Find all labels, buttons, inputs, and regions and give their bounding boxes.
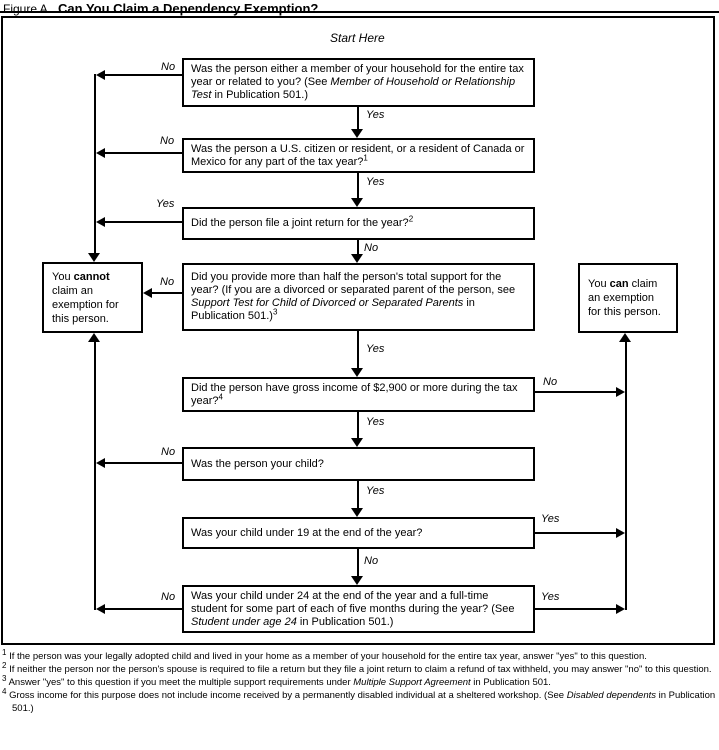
flow-arrowhead-down	[351, 198, 363, 207]
left-rail-upper	[94, 74, 96, 255]
answer-label-yes: Yes	[541, 513, 560, 525]
connector-support-to-income	[357, 331, 359, 370]
connector-citizen-to-joint	[357, 173, 359, 200]
question-box-household: Was the person either a member of your h…	[182, 58, 535, 107]
answer-label-no: No	[161, 591, 176, 603]
footnote-3: 3 Answer "yes" to this question if you m…	[2, 673, 551, 688]
flow-arrowhead-down	[351, 254, 363, 263]
outcome-box-can-claim: You can claim an exemption for this pers…	[578, 263, 678, 333]
flow-arrowhead-right	[616, 528, 625, 538]
answer-label-yes: Yes	[366, 109, 385, 121]
question-box-under-19: Was your child under 19 at the end of th…	[182, 517, 535, 549]
flow-arrowhead-down	[351, 576, 363, 585]
flow-arrowhead-down	[351, 508, 363, 517]
connector-income-to-child	[357, 412, 359, 440]
figure-label: Figure A.	[3, 2, 52, 16]
figure-title: Can You Claim a Dependency Exemption?	[58, 1, 319, 16]
title-rule	[0, 11, 719, 13]
answer-label-no: No	[161, 446, 176, 458]
footnotes: 1 If the person was your legally adopted…	[2, 647, 717, 715]
answer-label-yes: Yes	[541, 591, 560, 603]
flow-arrowhead-up	[619, 333, 631, 342]
flow-arrowhead-down	[351, 438, 363, 447]
question-text: Was the person a U.S. citizen or residen…	[191, 142, 525, 168]
answer-label-no: No	[543, 376, 558, 388]
question-box-your-child: Was the person your child?	[182, 447, 535, 481]
start-here-label: Start Here	[330, 31, 385, 45]
line-under19-yes	[535, 532, 619, 534]
connector-household-to-citizen	[357, 106, 359, 131]
answer-label-no: No	[161, 61, 176, 73]
connector-child-to-under19	[357, 481, 359, 510]
answer-label-no: No	[364, 242, 379, 254]
question-text: Did the person file a joint return for t…	[191, 214, 414, 229]
question-box-gross-income: Did the person have gross income of $2,9…	[182, 377, 535, 412]
question-text: Was your child under 24 at the end of th…	[191, 589, 515, 628]
question-text: Was your child under 19 at the end of th…	[191, 526, 423, 539]
line-under24-yes	[535, 608, 619, 610]
line-joint-yes	[98, 221, 182, 223]
question-text: Did you provide more than half the perso…	[191, 271, 516, 322]
answer-label-yes: Yes	[156, 198, 175, 210]
footnote-4: 4 Gross income for this purpose does not…	[2, 686, 716, 714]
answer-label-yes: Yes	[366, 416, 385, 428]
answer-label-yes: Yes	[366, 176, 385, 188]
answer-label-yes: Yes	[366, 485, 385, 497]
outcome-text: You cannot claim an exemption for this p…	[52, 270, 119, 325]
question-box-joint-return: Did the person file a joint return for t…	[182, 207, 535, 240]
left-rail-lower	[94, 341, 96, 610]
outcome-text: You can claim an exemption for this pers…	[588, 278, 661, 318]
question-text: Was the person either a member of your h…	[191, 63, 524, 101]
line-support-no	[145, 292, 182, 294]
flow-arrowhead-left	[143, 288, 152, 298]
footnote-2: 2 If neither the person nor the person's…	[2, 660, 712, 675]
question-text: Was the person your child?	[191, 457, 324, 470]
flow-arrowhead-right	[616, 387, 625, 397]
flow-arrowhead-up	[88, 333, 100, 342]
question-text: Did the person have gross income of $2,9…	[191, 381, 518, 407]
answer-label-no: No	[364, 555, 379, 567]
question-box-under-24: Was your child under 24 at the end of th…	[182, 585, 535, 633]
right-rail	[625, 341, 627, 610]
answer-label-no: No	[160, 135, 175, 147]
connector-under19-to-under24	[357, 549, 359, 578]
flow-arrowhead-left	[96, 70, 105, 80]
line-household-no	[98, 74, 182, 76]
question-box-citizen-resident: Was the person a U.S. citizen or residen…	[182, 138, 535, 173]
connector-joint-to-support	[357, 240, 359, 256]
line-citizen-no	[98, 152, 182, 154]
line-child-no	[98, 462, 182, 464]
flow-arrowhead-left	[96, 604, 105, 614]
answer-label-yes: Yes	[366, 343, 385, 355]
line-under24-no	[98, 608, 182, 610]
flow-arrowhead-down	[351, 368, 363, 377]
line-income-no	[535, 391, 619, 393]
flow-arrowhead-down	[351, 129, 363, 138]
answer-label-no: No	[160, 276, 175, 288]
flow-arrowhead-down	[88, 253, 100, 262]
question-box-support: Did you provide more than half the perso…	[182, 263, 535, 331]
flow-arrowhead-left	[96, 217, 105, 227]
outcome-box-cannot-claim: You cannot claim an exemption for this p…	[42, 262, 143, 333]
flow-arrowhead-left	[96, 458, 105, 468]
footnote-1: 1 If the person was your legally adopted…	[2, 647, 647, 662]
flow-arrowhead-left	[96, 148, 105, 158]
flow-arrowhead-right	[616, 604, 625, 614]
